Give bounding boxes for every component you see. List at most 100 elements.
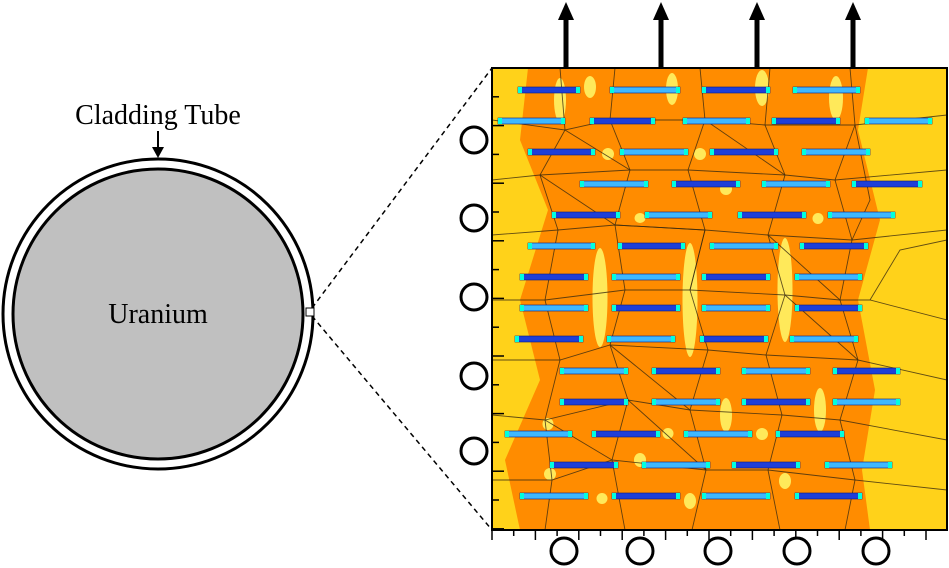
fiber-end: [716, 368, 720, 374]
roller-constraint: [549, 536, 579, 566]
load-arrow: [749, 2, 765, 68]
fiber-end: [891, 212, 895, 218]
fiber-end: [505, 431, 509, 437]
fiber-bar: [519, 304, 589, 312]
fiber-end: [766, 305, 770, 311]
fiber-end: [708, 212, 712, 218]
fiber-bar: [591, 430, 661, 438]
load-arrow-head: [749, 2, 765, 20]
bright-spot: [814, 388, 826, 432]
fiber-end: [656, 431, 660, 437]
grain-boundary: [704, 119, 786, 176]
fiber-end: [776, 431, 780, 437]
load-arrow-head: [653, 2, 669, 20]
zoom-guide-lines: [311, 67, 493, 531]
fiber-bar: [827, 211, 896, 219]
fiber-bar: [824, 461, 893, 469]
fiber-end: [748, 431, 752, 437]
fiber-end: [624, 368, 628, 374]
bright-spot: [684, 493, 696, 509]
fiber-bar: [794, 492, 863, 500]
fiber-end: [795, 274, 799, 280]
fiber-end: [568, 431, 572, 437]
fiber-end: [612, 305, 616, 311]
fiber-bar: [741, 398, 811, 406]
fiber-end: [645, 212, 649, 218]
fiber-bar: [701, 492, 771, 500]
left-margin-zone: [492, 68, 548, 530]
fiber-end: [795, 493, 799, 499]
fiber-bar: [832, 367, 901, 375]
fiber-bar: [559, 398, 629, 406]
fiber-bar: [519, 273, 589, 281]
load-arrow-head: [845, 2, 861, 20]
fiber-end: [550, 462, 554, 468]
roller-constraint: [703, 536, 733, 566]
fiber-bar: [579, 180, 649, 188]
fiber-end: [520, 305, 524, 311]
fiber-end: [710, 243, 714, 249]
fiber-bar: [761, 180, 831, 188]
fiber-end: [515, 336, 519, 342]
fiber-bar: [641, 461, 711, 469]
fiber-bar: [589, 117, 656, 125]
fiber-end: [806, 368, 810, 374]
fiber-end: [620, 149, 624, 155]
hot-zone: [500, 68, 895, 530]
fiber-end: [652, 399, 656, 405]
fiber-bar: [611, 304, 681, 312]
fiber-end: [676, 305, 680, 311]
bright-spot: [720, 398, 732, 432]
roller-constraint: [459, 282, 489, 312]
fiber-end: [738, 212, 742, 218]
fiber-end: [651, 118, 655, 124]
roller-constraint: [782, 536, 812, 566]
fiber-end: [584, 493, 588, 499]
fiber-bar: [497, 117, 566, 125]
fiber-bar: [514, 335, 584, 343]
bright-spot: [634, 213, 646, 223]
fiber-bar: [527, 148, 596, 156]
fiber-end: [858, 305, 862, 311]
fiber-end: [580, 181, 584, 187]
fiber-bar: [731, 461, 801, 469]
fiber-bar: [741, 367, 811, 375]
fiber-end: [592, 431, 596, 437]
fiber-bar: [709, 148, 779, 156]
fiber-bar: [794, 304, 863, 312]
fiber-bar: [682, 117, 751, 125]
fiber-end: [498, 118, 502, 124]
fiber-end: [702, 87, 706, 93]
cladding-pointer-arrow: [152, 131, 164, 158]
fiber-end: [518, 87, 522, 93]
fiber-bar: [504, 430, 573, 438]
fiber-end: [888, 462, 892, 468]
fiber-bar: [611, 273, 681, 281]
fiber-end: [840, 431, 844, 437]
load-arrow: [558, 2, 574, 68]
fiber-end: [520, 493, 524, 499]
grain-boundary: [767, 234, 841, 301]
fiber-bar: [775, 430, 845, 438]
fiber-end: [856, 87, 860, 93]
fiber-end: [736, 181, 740, 187]
fiber-bar: [527, 242, 596, 250]
fiber-end: [624, 399, 628, 405]
fiber-bar: [651, 398, 721, 406]
fiber-bar: [709, 242, 779, 250]
fiber-end: [684, 149, 688, 155]
zoom-region-marker: [305, 307, 315, 317]
fiber-end: [774, 243, 778, 249]
fiber-end: [833, 368, 837, 374]
fiber-end: [579, 336, 583, 342]
fiber-end: [825, 462, 829, 468]
fiber-end: [852, 181, 856, 187]
fiber-end: [854, 336, 858, 342]
fiber-end: [858, 274, 862, 280]
fiber-bar: [771, 117, 841, 125]
fiber-bar: [617, 242, 686, 250]
right-margin-zone: [858, 68, 947, 530]
fiber-end: [766, 87, 770, 93]
fiber-end: [676, 87, 680, 93]
fiber-end: [616, 212, 620, 218]
